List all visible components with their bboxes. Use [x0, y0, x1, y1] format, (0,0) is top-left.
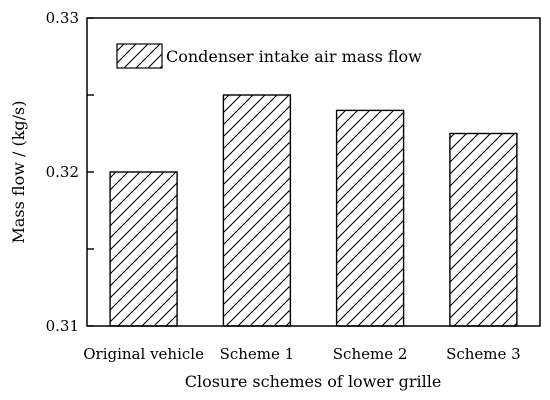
- bar-scheme-2: [335, 109, 405, 327]
- y-tick-label: 0.33: [46, 9, 79, 27]
- y-tick-label: 0.32: [46, 163, 79, 181]
- x-axis-label: Closure schemes of lower grille: [185, 372, 442, 391]
- bar-scheme-1: [222, 94, 292, 327]
- x-tick-label: Scheme 3: [446, 345, 521, 363]
- y-tick-label: 0.31: [46, 317, 79, 335]
- x-axis-tick-labels: Original vehicle Scheme 1 Scheme 2 Scheme 3: [83, 345, 520, 363]
- bar-scheme-3: [449, 132, 518, 327]
- x-tick-label: Original vehicle: [83, 345, 204, 363]
- legend-swatch: [116, 43, 163, 69]
- bars-group: [109, 94, 518, 327]
- bar-original-vehicle: [109, 171, 178, 327]
- y-axis-ticks: 0.31 0.32 0.33: [46, 9, 94, 335]
- legend: Condenser intake air mass flow: [116, 43, 422, 69]
- y-axis-label: Mass flow / (kg/s): [9, 100, 28, 243]
- x-tick-label: Scheme 1: [220, 345, 295, 363]
- legend-label: Condenser intake air mass flow: [166, 47, 422, 66]
- x-tick-label: Scheme 2: [333, 345, 408, 363]
- plot-area: 0.31 0.32 0.33: [46, 9, 541, 335]
